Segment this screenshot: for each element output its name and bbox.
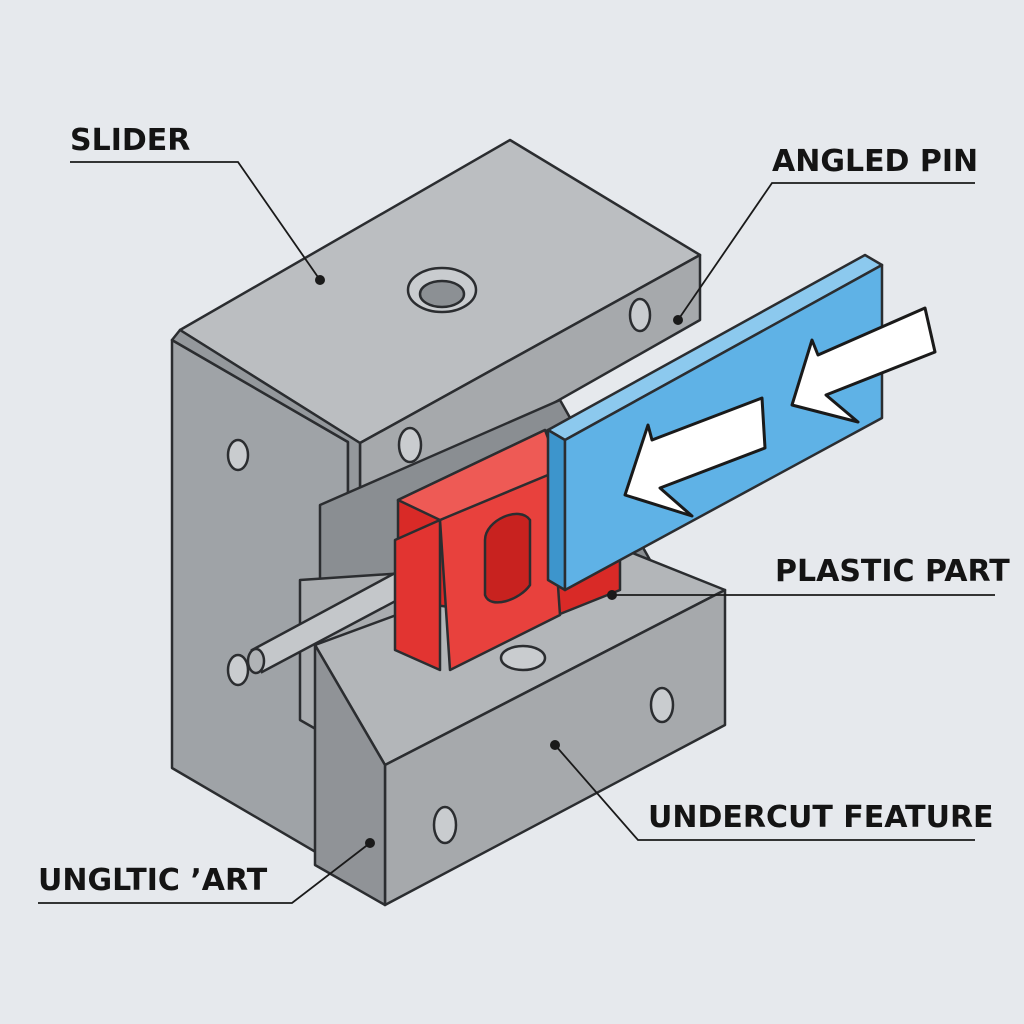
callout-dots [315,275,683,848]
hole [226,653,250,687]
mold-holes [226,266,675,845]
hole [649,686,675,724]
callouts [38,161,995,904]
direction-arrows [623,306,937,518]
label-undercut-feature: UNDERCUT FEATURE [648,800,994,835]
label-plastic-part: PLASTIC PART [775,554,1010,589]
unglitic-part-dot [365,838,375,848]
undercut-notch [483,512,532,604]
angled-pin-leader-line [677,182,975,321]
arrow-left-icon [790,306,937,424]
hole [432,805,458,845]
hole [499,644,547,672]
undercut-feature-leader-line [554,744,975,841]
plastic-part-dot [607,590,617,600]
callout-labels: SLIDER ANGLED PIN PLASTIC PART UNDERCUT … [38,123,1010,898]
angled-pin-dot [673,315,683,325]
hole [397,426,423,464]
angled-pin-edge [546,428,567,592]
label-unglitic-part: UNGLTIC ʼART [38,863,268,898]
label-angled-pin: ANGLED PIN [772,144,978,179]
hole [418,279,466,309]
arrow-left-icon [623,396,767,518]
label-slider: SLIDER [70,123,190,158]
undercut-feature-dot [550,740,560,750]
hole [628,297,652,333]
plastic-part-front [393,518,442,672]
core-pin-tip [246,647,266,675]
slider-leader-line [70,161,321,281]
hole [226,438,250,472]
slider-dot [315,275,325,285]
unglitic-part-leader-line [38,842,371,904]
